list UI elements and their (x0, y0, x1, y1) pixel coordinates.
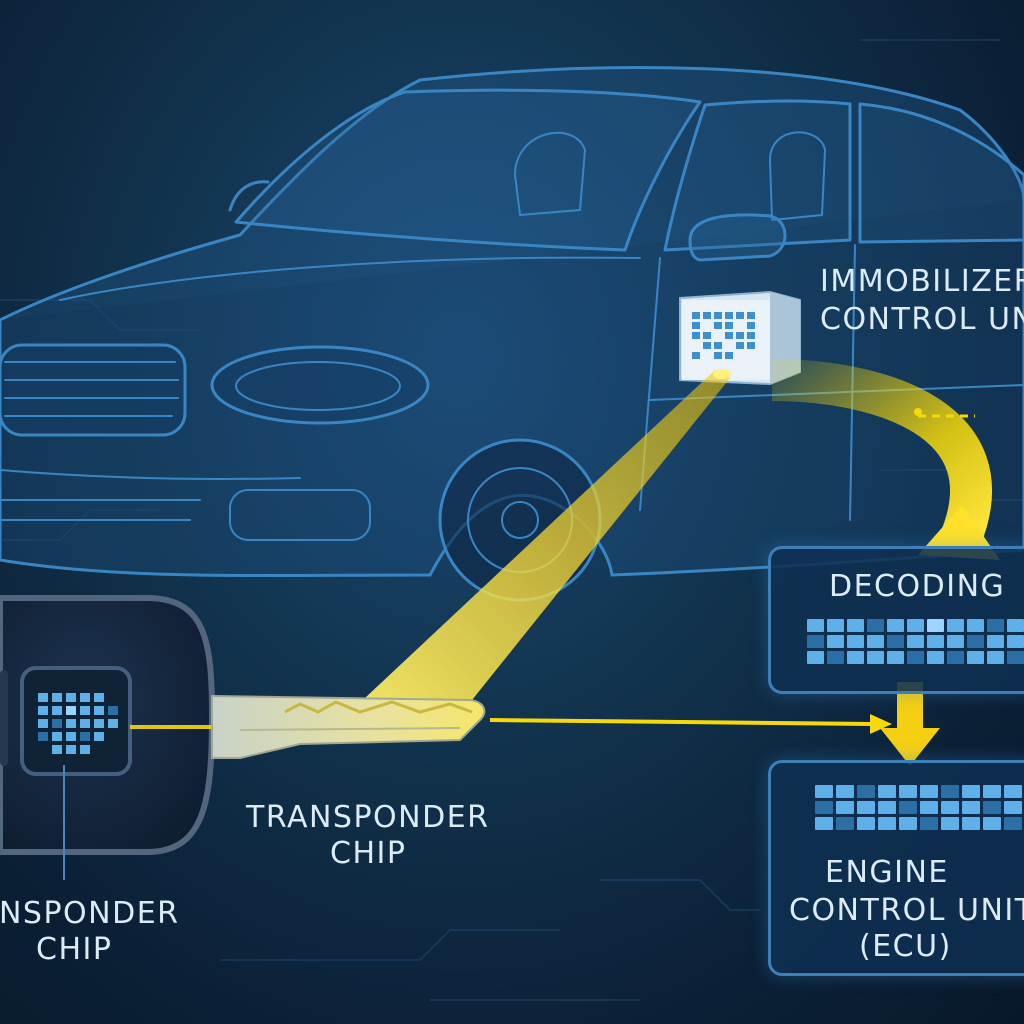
ecu-label-line1: ENGINE (825, 855, 949, 890)
immobilizer-label-line1: IMMOBILIZER (820, 264, 1024, 299)
car-key-icon (211, 694, 486, 759)
signal-line-to-ecu (489, 714, 892, 734)
ecu-data-grid (815, 785, 1024, 830)
chip-box-icon (679, 290, 801, 386)
key-chip-label-line1: TRANSPONDER (246, 800, 490, 835)
fob-chip-label-line2: CHIP (36, 932, 113, 967)
key-chip-label-line2: CHIP (330, 836, 407, 871)
signal-beam (350, 370, 730, 715)
decoding-data-grid (807, 619, 1024, 664)
key-fob-icon (0, 595, 216, 880)
decoding-label: DECODING (829, 569, 1006, 604)
ecu-label-line2: CONTROL UNIT (789, 893, 1024, 928)
immobilizer-label-line2: CONTROL UNIT (820, 302, 1024, 337)
fob-chip-label-line1: TRANSPONDER (0, 896, 180, 931)
ecu-label-line3: (ECU) (859, 929, 952, 964)
ecu-box: ENGINE CONTROL UNIT (ECU) (768, 760, 1024, 976)
decoding-box: DECODING (768, 546, 1024, 694)
